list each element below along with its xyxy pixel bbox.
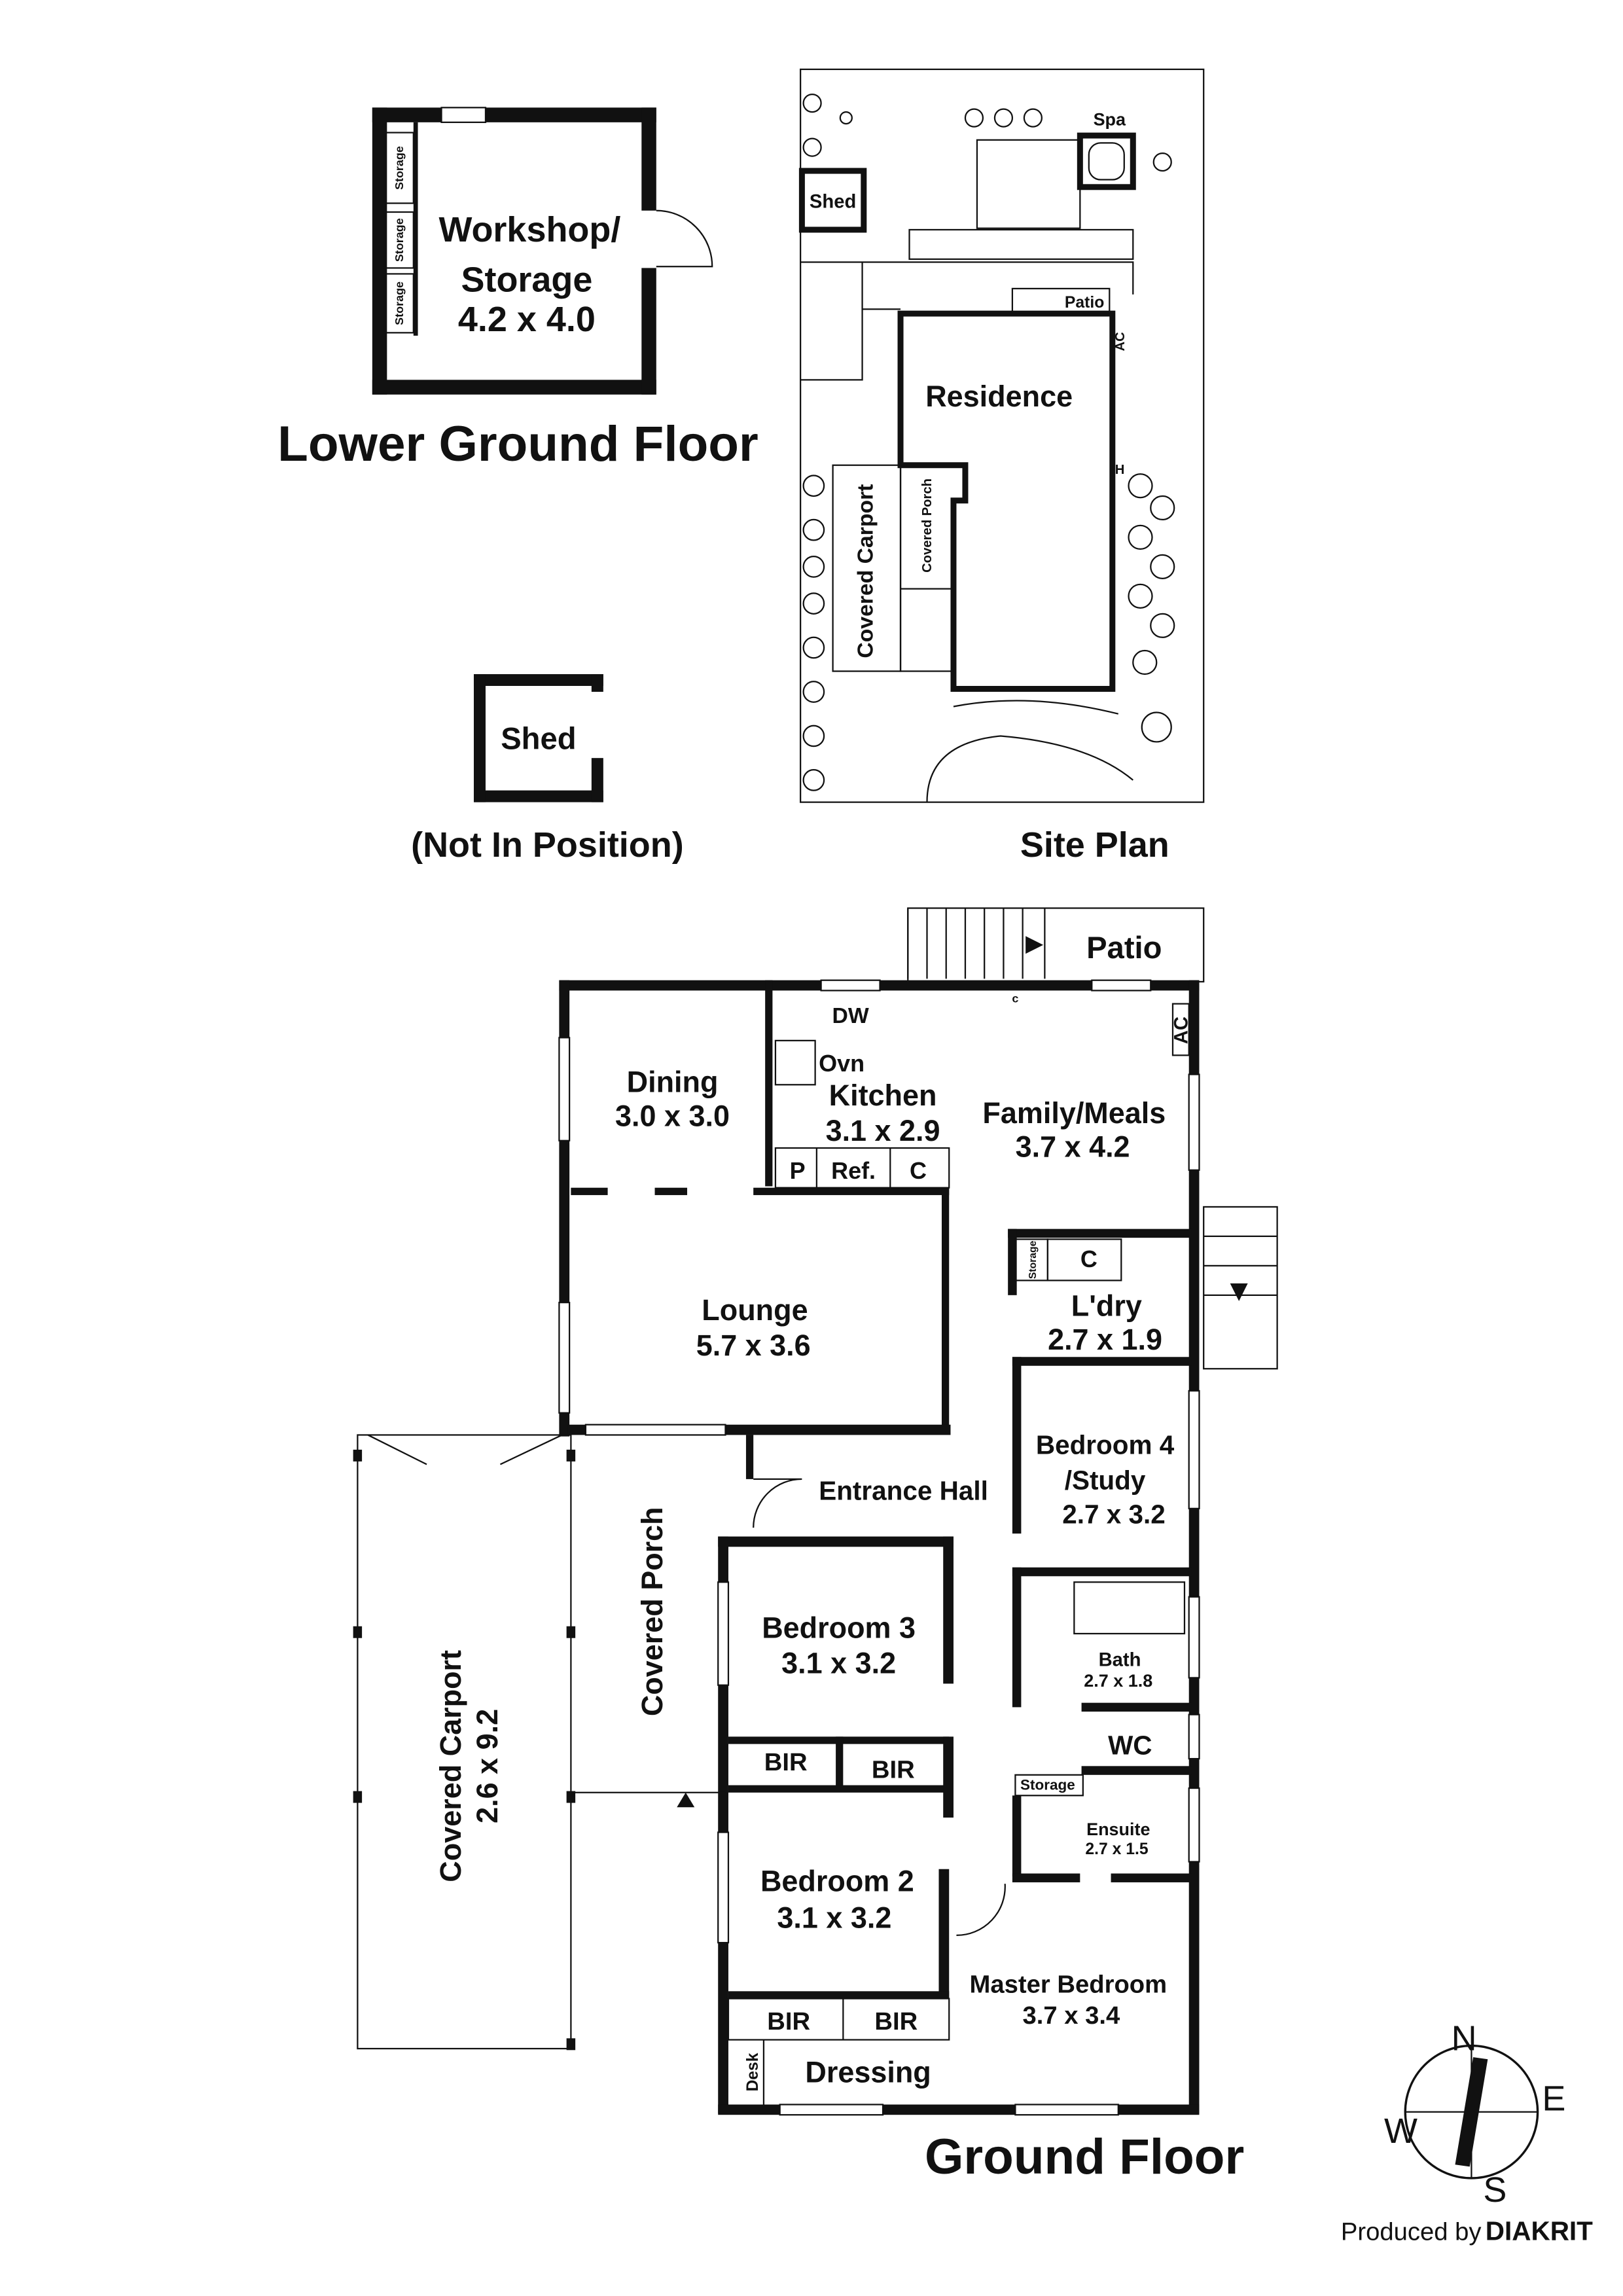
pantry-label: P [790,1157,806,1184]
site-ac-label: AC [1113,332,1128,351]
site-shed-label: Shed [810,191,856,212]
cupboard-label: C [910,1157,927,1184]
site-porch-label: Covered Porch [920,478,935,573]
bed4-label-2: /Study [1065,1465,1146,1496]
storage-label: Storage [393,218,406,262]
workshop: Storage Storage Storage Workshop/ Storag… [372,107,713,395]
residence-label: Residence [925,380,1073,413]
bir-label: BIR [874,2007,918,2036]
laundry-label: L'dry [1071,1289,1142,1322]
bed4-label: Bedroom 4 [1036,1430,1175,1460]
bed3-label: Bedroom 3 [762,1611,916,1645]
compass-n: N [1452,2018,1477,2058]
porch-label: Covered Porch [635,1507,669,1716]
bed4-dims: 2.7 x 3.2 [1062,1499,1166,1529]
ac-label: AC [1171,1016,1192,1044]
entrance-label: Entrance Hall [819,1475,988,1505]
credit-prefix: Produced by [1341,2217,1482,2246]
desk-label: Desk [744,2053,762,2091]
patio-label: Patio [1086,931,1162,965]
bir-label: BIR [872,1755,915,1784]
master-label: Master Bedroom [970,1971,1168,1999]
compass-icon: N E S W [1384,2018,1565,2210]
ground-floor-title: Ground Floor [925,2129,1244,2185]
laundry-dims: 2.7 x 1.9 [1048,1323,1162,1356]
site-carport-label: Covered Carport [853,484,878,658]
compass-s: S [1483,2170,1507,2210]
ground-floor-labels: Patio Dining 3.0 x 3.0 DW Ovn c AC Kitch… [434,931,1192,2092]
bath-label: Bath [1099,1649,1141,1670]
bed3-dims: 3.1 x 3.2 [781,1647,896,1680]
site-plan: Shed Spa Patio AC H Residence Covered Ca… [798,68,1205,803]
shed-label: Shed [501,722,576,757]
ovn-label: Ovn [819,1050,865,1077]
ensuite-label: Ensuite [1086,1820,1150,1839]
storage-label: Storage [393,146,406,190]
dw-label: DW [832,1003,868,1028]
c-small-label: c [1012,992,1018,1005]
carport-label: Covered Carport [434,1650,467,1882]
bath-dims: 2.7 x 1.8 [1084,1671,1152,1691]
site-spa-label: Spa [1094,109,1126,129]
site-h-label: H [1115,463,1125,477]
storage-ensuite-label: Storage [1020,1776,1075,1793]
ensuite-dims: 2.7 x 1.5 [1085,1840,1148,1858]
lounge-label: Lounge [702,1293,808,1327]
shed-caption: (Not In Position) [411,825,684,865]
lounge-dims: 5.7 x 3.6 [696,1329,811,1362]
shed: Shed [473,674,603,802]
kitchen-dims: 3.1 x 2.9 [826,1114,940,1147]
dressing-label: Dressing [805,2056,931,2089]
credit-brand-logo: DIAKRIT [1486,2215,1593,2246]
workshop-dims: 4.2 x 4.0 [458,300,596,339]
compass-e: E [1542,2079,1565,2118]
dining-dims: 3.0 x 3.0 [615,1099,730,1132]
bed2-label: Bedroom 2 [760,1864,914,1897]
workshop-label: Workshop/ [439,210,621,249]
bir-label: BIR [764,1748,808,1776]
family-label: Family/Meals [982,1096,1166,1130]
master-dims: 3.7 x 3.4 [1022,2001,1120,2030]
site-patio-label: Patio [1065,294,1104,312]
bed2-dims: 3.1 x 3.2 [777,1901,891,1935]
workshop-label-2: Storage [461,260,592,299]
carport-dims: 2.6 x 9.2 [471,1709,504,1823]
storage-laundry-label: Storage [1027,1240,1039,1279]
family-dims: 3.7 x 4.2 [1016,1130,1130,1163]
storage-label: Storage [393,281,406,325]
site-plan-title: Site Plan [1020,825,1169,865]
compass-w: W [1384,2111,1418,2151]
wc-label: WC [1108,1730,1152,1760]
shrubs [802,94,1175,791]
kitchen-label: Kitchen [829,1079,937,1112]
dining-label: Dining [627,1066,719,1099]
lower-ground-title: Lower Ground Floor [277,416,758,472]
fridge-label: Ref. [831,1157,876,1184]
c-laundry-label: C [1080,1246,1097,1272]
ground-floor-walls [353,907,1278,2116]
bir-label: BIR [767,2007,810,2036]
